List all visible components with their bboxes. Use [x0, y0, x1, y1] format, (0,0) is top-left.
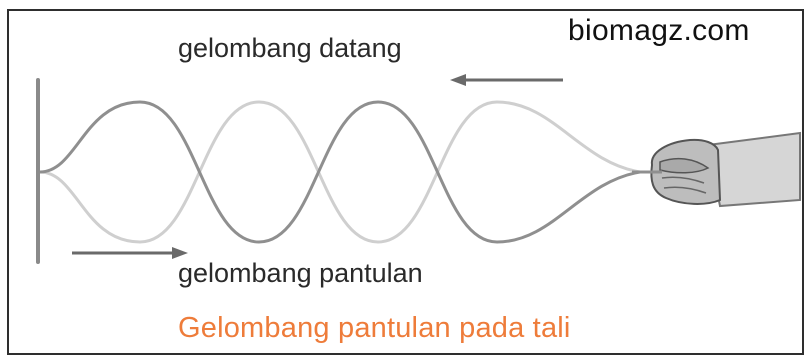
diagram-caption: Gelombang pantulan pada tali — [178, 312, 571, 344]
incoming-wave-label: gelombang datang — [178, 33, 402, 63]
reflected-wave-label: gelombang pantulan — [178, 258, 423, 288]
reflected-wave — [39, 100, 641, 244]
incoming-direction-arrow — [450, 74, 563, 86]
hand-icon — [632, 131, 801, 208]
reflected-direction-arrow — [72, 247, 188, 259]
watermark-text: biomagz.com — [568, 14, 750, 47]
incoming-wave — [39, 100, 641, 244]
